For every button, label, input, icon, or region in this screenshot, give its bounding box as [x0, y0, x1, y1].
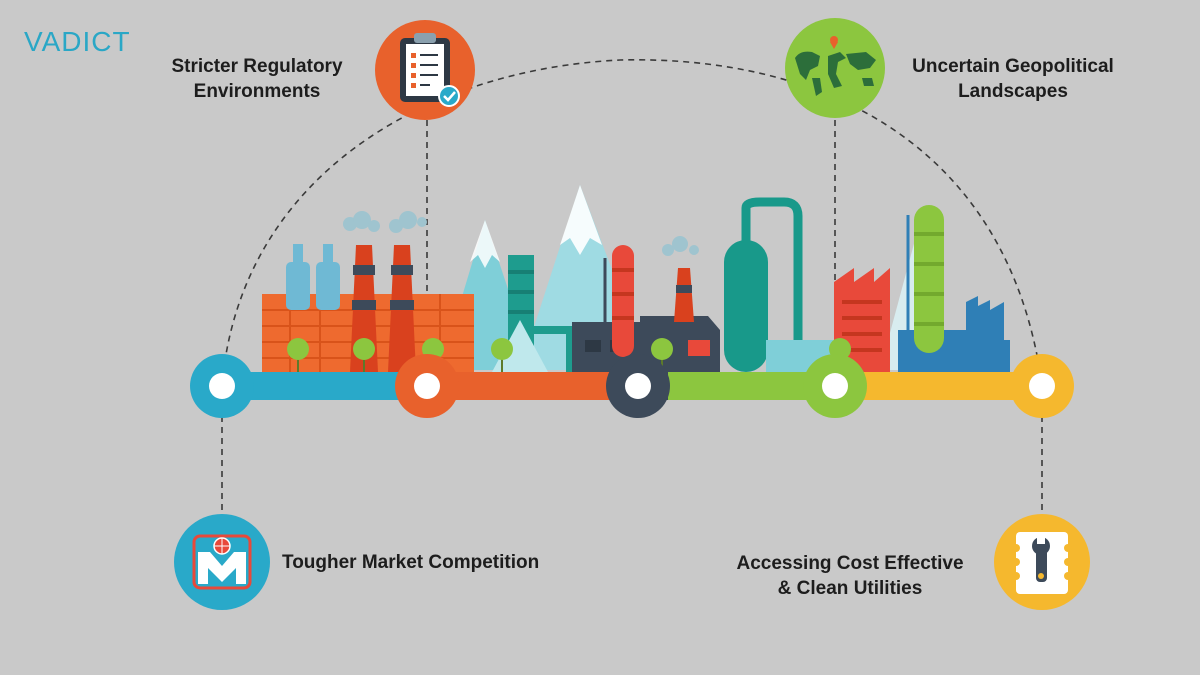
green-tower [914, 205, 944, 353]
utilities-label-line2: & Clean Utilities [777, 578, 923, 599]
navy-plant [572, 316, 720, 372]
timeline-segment-1 [222, 372, 427, 400]
wrench-icon [994, 514, 1090, 610]
geopolitical-label-line1: Uncertain Geopolitical [912, 56, 1114, 77]
market-m-icon [174, 514, 270, 610]
brand-logo-text: VADICT [24, 26, 131, 57]
regulatory-label-line2: Environments [193, 81, 321, 102]
dashed-arc [221, 59, 1043, 386]
world-map-pin-icon [785, 18, 885, 118]
red-tower [612, 245, 634, 357]
teal-silo [724, 240, 768, 372]
competition-label-line1: Tougher Market Competition [282, 552, 540, 573]
clipboard-check-icon [375, 20, 475, 120]
brand-logo: VADICT [24, 26, 131, 58]
timeline [190, 354, 1074, 418]
regulatory-label: Stricter Regulatory Environments [168, 54, 346, 104]
competition-label: Tougher Market Competition [282, 550, 582, 575]
geopolitical-label-line2: Landscapes [958, 81, 1068, 102]
geopolitical-label: Uncertain Geopolitical Landscapes [900, 54, 1126, 104]
regulatory-label-line1: Stricter Regulatory [171, 56, 343, 77]
utilities-label: Accessing Cost Effective & Clean Utiliti… [730, 551, 970, 601]
timeline-segment-2 [427, 372, 638, 400]
timeline-segment-5 [835, 372, 1042, 400]
utilities-label-line1: Accessing Cost Effective [736, 553, 964, 574]
factory-skyline [262, 185, 1010, 373]
dashed-connectors [221, 120, 1043, 520]
